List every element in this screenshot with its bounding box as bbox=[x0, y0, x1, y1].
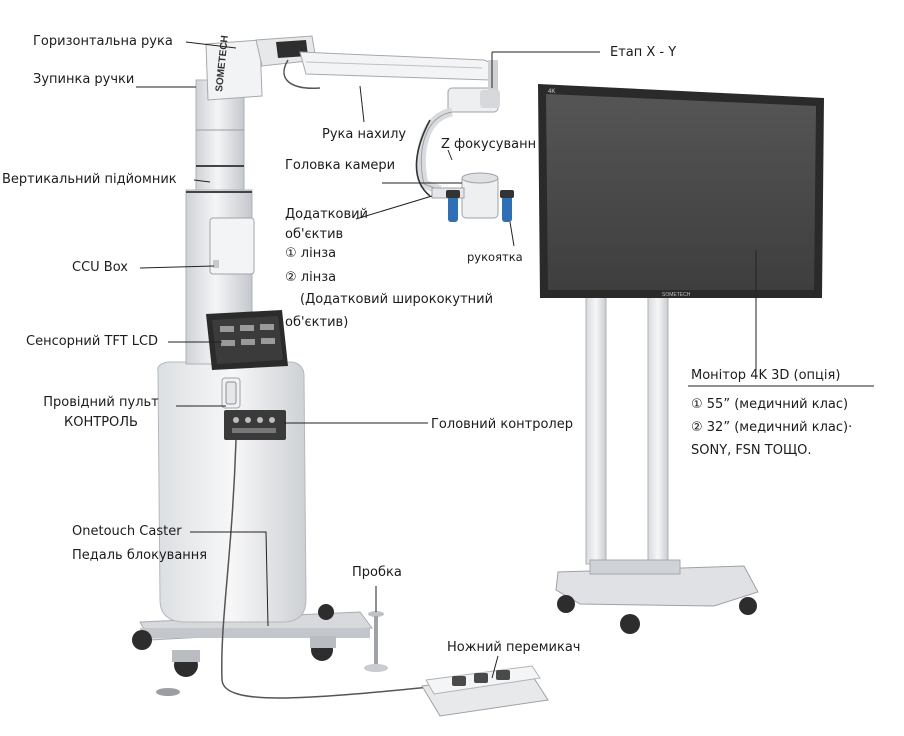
monitor-badge: 4K bbox=[548, 89, 555, 95]
controller-knobs bbox=[232, 417, 276, 433]
label-lens-option2: ② лінза bbox=[285, 270, 337, 285]
label-xy-stage: Етап X - Y bbox=[610, 45, 677, 60]
stand-base bbox=[555, 565, 759, 607]
knob bbox=[269, 417, 275, 423]
ccu-box-latch bbox=[213, 260, 219, 268]
label-tilt-arm: Рука нахилу bbox=[322, 127, 407, 142]
caster-wheel bbox=[318, 604, 334, 620]
label-aux-lens-line1: Додатковий bbox=[285, 207, 369, 222]
leader-handle bbox=[509, 221, 515, 247]
leader-horizontal-arm bbox=[185, 41, 237, 49]
leader-onetouch-caster bbox=[190, 531, 269, 627]
label-ccu-box: CCU Box bbox=[72, 260, 128, 275]
plug-top bbox=[368, 611, 384, 617]
label-foot-switch: Ножний перемикач bbox=[447, 640, 581, 655]
stand-pole-left bbox=[585, 295, 607, 565]
caster-wheel bbox=[132, 630, 152, 650]
plug-post bbox=[374, 616, 378, 666]
leveling-foot bbox=[156, 688, 180, 696]
leader-vertical-lift bbox=[193, 179, 211, 183]
foot-switch-pedals bbox=[452, 670, 510, 686]
leader-ccu-box bbox=[139, 265, 215, 269]
label-touch-lcd: Сенсорний TFT LCD bbox=[26, 334, 159, 349]
label-lens-option2-note2: об'єктив) bbox=[285, 315, 349, 330]
knob bbox=[233, 417, 239, 423]
screen-tile bbox=[220, 326, 234, 332]
pedal bbox=[474, 673, 488, 683]
screen-tile bbox=[261, 338, 275, 344]
switch bbox=[232, 428, 276, 433]
leader-lines bbox=[136, 41, 874, 679]
stand-caster bbox=[620, 614, 640, 634]
label-lens-option2-note: (Додатковий ширококутний bbox=[300, 292, 494, 307]
label-vertical-lift: Вертикальний підйомник bbox=[2, 172, 177, 187]
label-monitor-title: Монітор 4K 3D (опція) bbox=[691, 368, 841, 383]
label-monitor-brands: SONY, FSN ТОЩО. bbox=[691, 443, 812, 458]
label-wired-remote-line1: Провідний пульт bbox=[43, 395, 159, 410]
monitor-logo: SOMETECH bbox=[662, 292, 691, 298]
leader-z-focus bbox=[447, 149, 453, 161]
xy-stage-mount bbox=[488, 60, 498, 90]
leader-aux-lens bbox=[355, 195, 433, 220]
label-aux-lens-line2: об'єктив bbox=[285, 227, 344, 242]
label-camera-head: Головка камери bbox=[285, 158, 396, 173]
screen-tile bbox=[221, 340, 235, 346]
pedal bbox=[496, 670, 510, 680]
monitor-screen bbox=[546, 94, 816, 290]
camera-head-top bbox=[461, 172, 499, 184]
left-handle bbox=[448, 196, 458, 222]
label-handle: рукоятка bbox=[467, 250, 523, 264]
screen-tile bbox=[240, 325, 254, 331]
leader-tilt-arm bbox=[359, 85, 365, 123]
leader-foot-switch bbox=[491, 655, 499, 679]
label-lock-pedal: Педаль блокування bbox=[72, 548, 208, 563]
label-monitor-option1: ① 55” (медичний клас) bbox=[691, 397, 849, 412]
handle-cap bbox=[446, 190, 460, 198]
label-horizontal-arm: Горизонтальна рука bbox=[33, 34, 173, 49]
label-wired-remote: Провідний пульт КОНТРОЛЬ bbox=[32, 395, 170, 431]
right-handle bbox=[502, 196, 512, 222]
foot-switch-cable bbox=[221, 439, 441, 699]
label-main-controller: Головний контролер bbox=[431, 417, 573, 432]
main-controller-panel bbox=[224, 410, 286, 440]
tilt-arm-edge bbox=[305, 61, 483, 69]
xy-stage-block bbox=[480, 90, 500, 108]
stand-caster bbox=[739, 597, 757, 615]
arm-cable bbox=[283, 59, 321, 89]
screen-tile bbox=[260, 324, 274, 330]
stand-base-tray bbox=[589, 559, 681, 575]
tilt-arm bbox=[299, 51, 493, 81]
stand-pole-right bbox=[647, 295, 669, 565]
column-head bbox=[205, 39, 263, 101]
monitor-stand: 4K SOMETECH bbox=[538, 84, 824, 634]
wired-remote bbox=[225, 381, 237, 405]
label-handle-stop: Зупинка ручки bbox=[33, 72, 135, 87]
plug-base bbox=[364, 664, 388, 672]
caster-arm bbox=[140, 628, 370, 638]
knob bbox=[245, 417, 251, 423]
caster-mount bbox=[172, 650, 200, 662]
label-z-focus: Z фокусуванн bbox=[441, 137, 537, 152]
label-plug: Пробка bbox=[352, 565, 402, 580]
ccu-box bbox=[209, 217, 255, 275]
microscope-cart: SOMETECH bbox=[132, 35, 549, 717]
screen-tile bbox=[241, 339, 255, 345]
caster-mount bbox=[310, 636, 336, 648]
stand-casters bbox=[557, 595, 757, 634]
pedal bbox=[452, 676, 466, 686]
label-wired-remote-line2: КОНТРОЛЬ bbox=[64, 415, 138, 430]
knob bbox=[257, 417, 263, 423]
label-lens-option1: ① лінза bbox=[285, 246, 337, 261]
handle-cap bbox=[500, 190, 514, 198]
stand-caster bbox=[557, 595, 575, 613]
touch-screen-icons bbox=[220, 324, 275, 346]
label-onetouch-caster: Onetouch Caster bbox=[72, 524, 182, 539]
camera-cable bbox=[415, 119, 431, 197]
label-monitor-option2: ② 32” (медичний клас)· bbox=[691, 420, 853, 435]
